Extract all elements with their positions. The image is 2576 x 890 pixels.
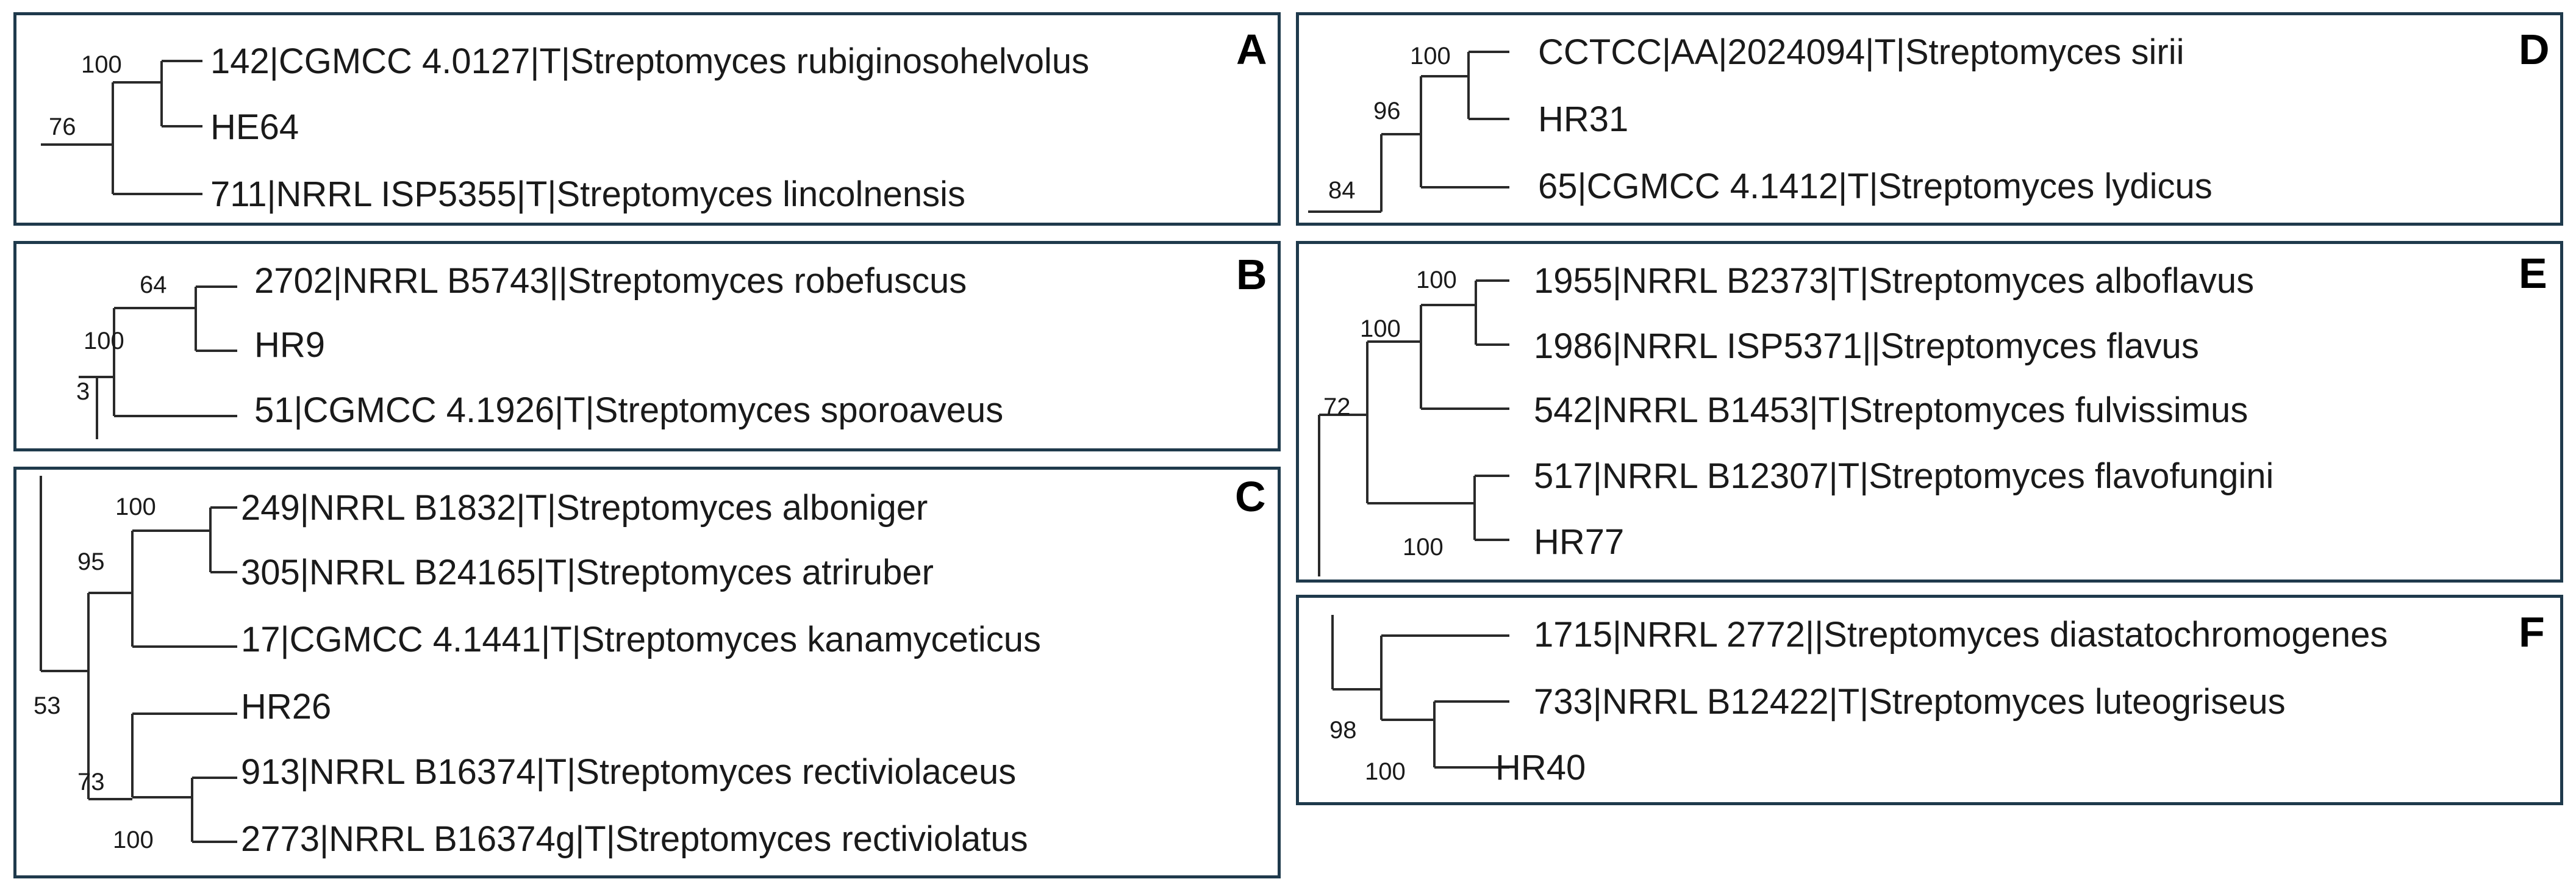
taxon-label: 1986|NRRL ISP5371||Streptomyces flavus <box>1534 326 2199 366</box>
taxon-label: 65|CGMCC 4.1412|T|Streptomyces lydicus <box>1538 167 2213 206</box>
tree-e: 1955|NRRL B2373|T|Streptomyces alboflavu… <box>1318 249 2547 576</box>
bootstrap-value: 76 <box>49 113 76 140</box>
tree-d: CCTCC|AA|2024094|T|Streptomyces sirii HR… <box>1308 26 2550 213</box>
taxon-label: HE64 <box>210 107 299 147</box>
taxon-label: HR40 <box>1495 748 1586 788</box>
branches-c <box>40 476 237 843</box>
taxon-label: HR26 <box>241 687 331 727</box>
taxon-label: 711|NRRL ISP5355|T|Streptomyces lincolne… <box>210 174 965 214</box>
panel-a: 142|CGMCC 4.0127|T|Streptomyces rubigino… <box>13 12 1281 226</box>
panel-letter: D <box>2519 26 2550 73</box>
tree-b: 2702|NRRL B5743||Streptomyces robefuscus… <box>76 251 1267 439</box>
bootstrap-value: 100 <box>115 493 156 520</box>
taxon-label: 913|NRRL B16374|T|Streptomyces rectiviol… <box>241 752 1016 792</box>
panel-e: 1955|NRRL B2373|T|Streptomyces alboflavu… <box>1296 241 2563 583</box>
taxon-label: 17|CGMCC 4.1441|T|Streptomyces kanamycet… <box>241 620 1041 659</box>
panel-f: 1715|NRRL 2772||Streptomyces diastatochr… <box>1296 595 2563 805</box>
taxon-label: 542|NRRL B1453|T|Streptomyces fulvissimu… <box>1534 390 2248 430</box>
bootstrap-value: 100 <box>1360 315 1401 342</box>
taxon-label: 249|NRRL B1832|T|Streptomyces alboniger <box>241 488 928 528</box>
taxon-label: HR31 <box>1538 99 1628 139</box>
taxon-label: 305|NRRL B24165|T|Streptomyces atriruber <box>241 553 934 592</box>
bootstrap-value: 3 <box>76 378 90 405</box>
taxon-label: 142|CGMCC 4.0127|T|Streptomyces rubigino… <box>210 41 1089 81</box>
branches-f <box>1331 615 1509 769</box>
bootstrap-value: 100 <box>113 827 154 853</box>
panel-letter: F <box>2519 608 2545 656</box>
panel-letter: E <box>2519 249 2547 297</box>
panel-c: 249|NRRL B1832|T|Streptomyces alboniger … <box>13 467 1281 878</box>
bootstrap-value: 72 <box>1323 393 1351 420</box>
taxon-label: 1955|NRRL B2373|T|Streptomyces alboflavu… <box>1534 261 2254 301</box>
taxon-label: HR77 <box>1534 522 1624 562</box>
panel-letter: B <box>1236 251 1267 298</box>
panel-letter: C <box>1235 473 1266 520</box>
bootstrap-value: 100 <box>81 51 122 78</box>
bootstrap-value: 53 <box>34 692 61 719</box>
bootstrap-value: 96 <box>1373 98 1401 124</box>
taxon-label: CCTCC|AA|2024094|T|Streptomyces sirii <box>1538 32 2184 72</box>
tree-c: 249|NRRL B1832|T|Streptomyces alboniger … <box>34 473 1266 859</box>
bootstrap-value: 100 <box>1403 534 1444 561</box>
bootstrap-value: 64 <box>140 271 167 298</box>
tree-f: 1715|NRRL 2772||Streptomyces diastatochr… <box>1329 608 2545 788</box>
taxon-label: 517|NRRL B12307|T|Streptomyces flavofung… <box>1534 456 2274 496</box>
bootstrap-value: 73 <box>77 769 105 795</box>
bootstrap-value: 100 <box>1365 758 1406 785</box>
panel-letter: A <box>1236 26 1267 73</box>
taxon-label: 2702|NRRL B5743||Streptomyces robefuscus <box>254 261 967 301</box>
tree-a: 142|CGMCC 4.0127|T|Streptomyces rubigino… <box>41 26 1267 214</box>
bootstrap-value: 95 <box>77 548 105 575</box>
branches-a <box>41 60 202 195</box>
taxon-label: HR9 <box>254 325 325 365</box>
branches-e <box>1318 279 1509 576</box>
taxon-label: 1715|NRRL 2772||Streptomyces diastatochr… <box>1534 615 2388 655</box>
bootstrap-value: 100 <box>84 328 124 354</box>
taxon-label: 733|NRRL B12422|T|Streptomyces luteogris… <box>1534 682 2286 722</box>
bootstrap-value: 100 <box>1416 267 1457 293</box>
taxon-label: 2773|NRRL B16374g|T|Streptomyces rectivi… <box>241 819 1028 859</box>
bootstrap-value: 98 <box>1329 717 1357 744</box>
branches-d <box>1308 51 1509 213</box>
panel-d: CCTCC|AA|2024094|T|Streptomyces sirii HR… <box>1296 12 2563 226</box>
branches-b <box>79 285 237 439</box>
panel-b: 2702|NRRL B5743||Streptomyces robefuscus… <box>13 241 1281 451</box>
bootstrap-value: 100 <box>1410 43 1451 70</box>
bootstrap-value: 84 <box>1328 177 1356 204</box>
taxon-label: 51|CGMCC 4.1926|T|Streptomyces sporoaveu… <box>254 390 1003 430</box>
